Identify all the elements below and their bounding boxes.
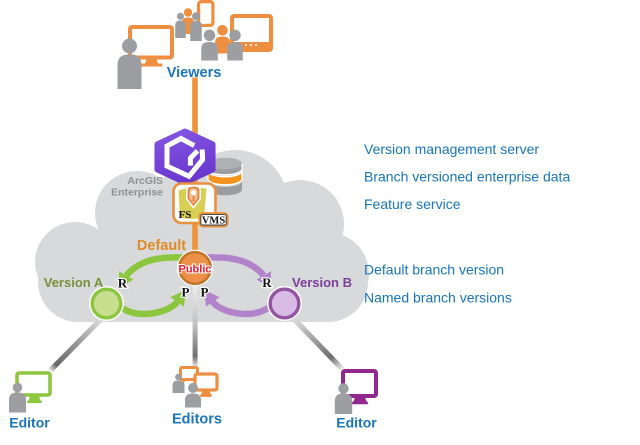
svg-text:Editor: Editor bbox=[336, 415, 377, 431]
svg-text:Public: Public bbox=[178, 264, 211, 276]
svg-text:ArcGIS: ArcGIS bbox=[127, 175, 163, 187]
svg-text:Default branch version: Default branch version bbox=[364, 262, 504, 278]
svg-text:Version A: Version A bbox=[44, 275, 104, 290]
svg-text:Named branch versions: Named branch versions bbox=[364, 290, 512, 306]
svg-text:Branch versioned enterprise da: Branch versioned enterprise data bbox=[364, 169, 570, 185]
svg-text:Editor: Editor bbox=[9, 415, 50, 431]
svg-text:FS: FS bbox=[179, 209, 192, 221]
svg-text:R: R bbox=[118, 276, 128, 291]
svg-text:Version management server: Version management server bbox=[364, 141, 539, 157]
svg-text:Viewers: Viewers bbox=[167, 65, 222, 81]
svg-text:Feature service: Feature service bbox=[364, 196, 461, 212]
svg-text:R: R bbox=[262, 275, 272, 290]
svg-text:Editors: Editors bbox=[172, 412, 222, 428]
svg-text:Enterprise: Enterprise bbox=[111, 187, 163, 199]
svg-text:P: P bbox=[201, 285, 209, 300]
svg-text:P: P bbox=[182, 285, 190, 300]
svg-text:VMS: VMS bbox=[202, 216, 225, 227]
svg-text:Version B: Version B bbox=[292, 275, 352, 290]
svg-text:Default: Default bbox=[137, 238, 186, 254]
